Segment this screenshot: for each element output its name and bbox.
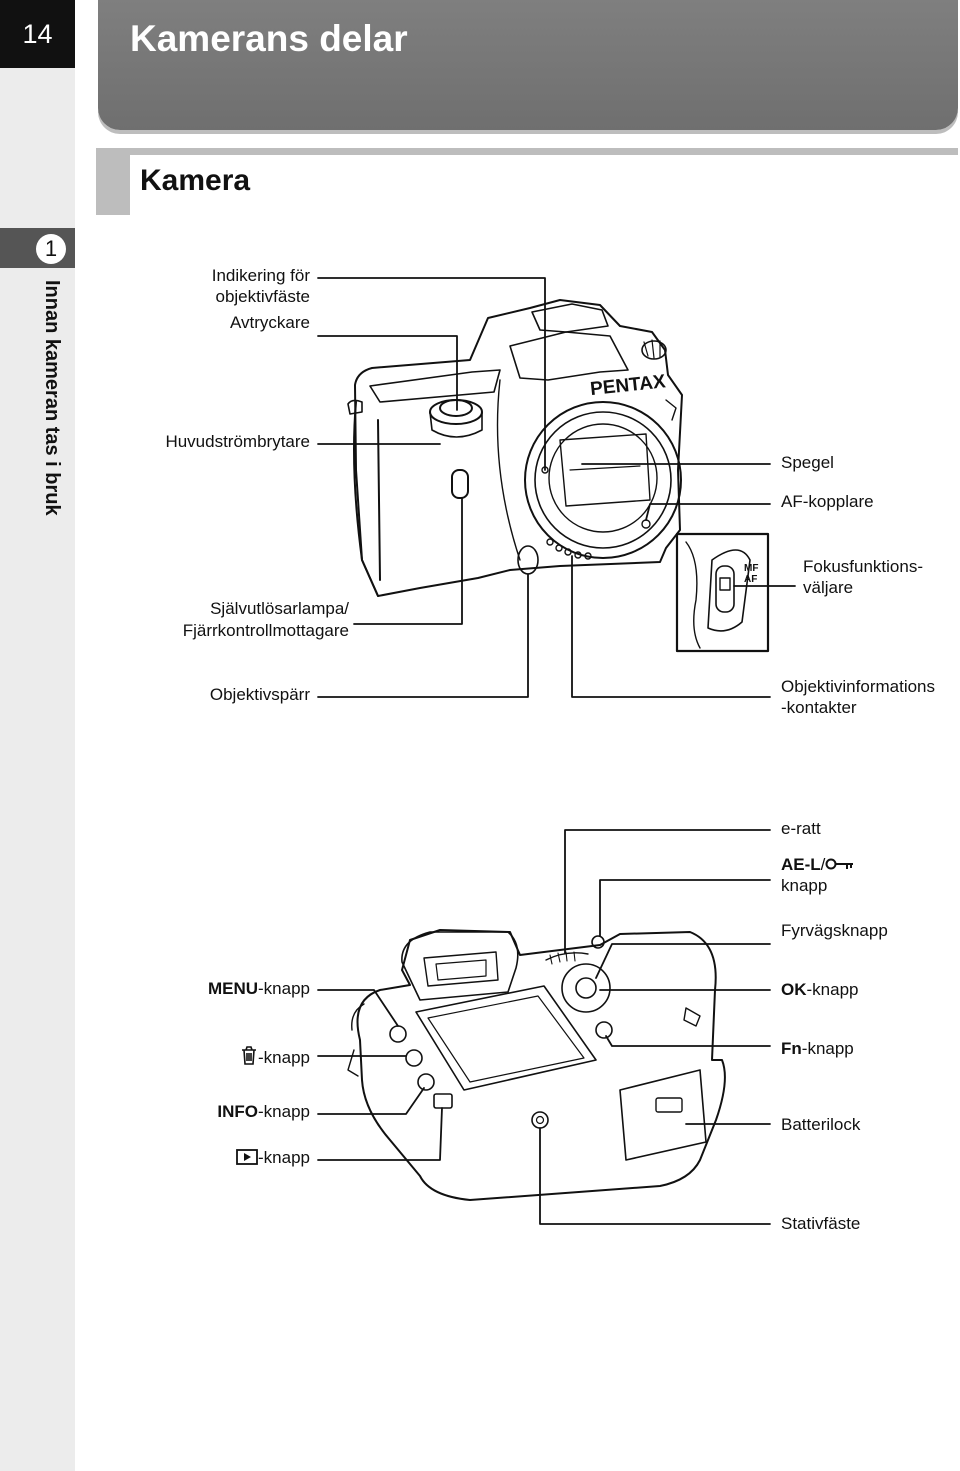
label-focus-mode-1: Fokusfunktions- — [803, 557, 923, 576]
label-menu: MENU-knapp — [208, 978, 310, 999]
label-lens-contacts-1: Objektivinformations — [781, 677, 936, 696]
section-title: Kamera — [140, 164, 251, 197]
camera-front-illustration — [347, 299, 683, 597]
label-mirror: Spegel — [781, 453, 834, 472]
label-lens-contacts-2: -kontakter — [781, 698, 857, 717]
leader-lines-back — [317, 829, 771, 1225]
ael-bold: AE-L — [781, 855, 821, 874]
leader-lines-front — [317, 277, 796, 698]
playback-icon — [236, 1149, 258, 1165]
chapter-title: Innan kameran tas i bruk — [41, 280, 63, 516]
label-tripod-socket: Stativfäste — [781, 1214, 861, 1233]
header-bar — [98, 0, 958, 130]
label-self-timer-1: Självutlösarlampa/ — [210, 599, 349, 618]
menu-suffix: -knapp — [258, 979, 310, 998]
label-lens-lock: Objektivspärr — [209, 685, 310, 704]
label-four-way: Fyrvägsknapp — [781, 921, 888, 940]
label-info: INFO-knapp — [217, 1101, 310, 1122]
label-shutter-release: Avtryckare — [230, 313, 310, 332]
chapter-number: 1 — [36, 234, 66, 264]
page-title: Kamerans delar — [130, 18, 408, 59]
pentax-logo: PENTAX — [589, 371, 667, 400]
label-af-coupler: AF-kopplare — [781, 492, 874, 511]
page-number: 14 — [0, 0, 75, 68]
key-icon — [825, 858, 854, 870]
menu-bold: MENU — [207, 979, 259, 998]
fn-suffix: -knapp — [801, 1039, 854, 1058]
info-bold: INFO — [217, 1102, 259, 1121]
label-battery-lock: Batterilock — [781, 1115, 861, 1134]
ael-slash: / — [820, 855, 826, 874]
fn-bold: Fn — [781, 1039, 802, 1058]
label-ael-suffix: knapp — [781, 876, 828, 895]
mf-mark: MF — [744, 563, 758, 574]
label-self-timer-2: Fjärrkontrollmottagare — [182, 621, 349, 640]
label-playback: -knapp — [236, 1147, 310, 1168]
playback-suffix: -knapp — [258, 1148, 310, 1167]
section-rule — [96, 148, 958, 155]
label-mount-indicator-2: objektivfäste — [215, 287, 311, 306]
label-fn: Fn-knapp — [781, 1038, 854, 1059]
label-e-dial: e-ratt — [781, 819, 821, 838]
section-marker — [96, 155, 130, 215]
af-mark: AF — [744, 574, 757, 585]
trash-icon — [242, 1046, 257, 1065]
ok-suffix: -knapp — [806, 980, 859, 999]
ok-bold: OK — [781, 980, 807, 999]
focus-mode-inset — [675, 532, 770, 653]
label-main-switch: Huvudströmbrytare — [165, 432, 310, 451]
label-ael: AE-L/ — [781, 854, 855, 875]
info-suffix: -knapp — [258, 1102, 310, 1121]
label-ok: OK-knapp — [781, 979, 858, 1000]
label-focus-mode-2: väljare — [803, 578, 854, 597]
delete-suffix: -knapp — [258, 1048, 310, 1067]
label-delete: -knapp — [240, 1046, 310, 1068]
label-mount-indicator-1: Indikering för — [211, 266, 310, 285]
